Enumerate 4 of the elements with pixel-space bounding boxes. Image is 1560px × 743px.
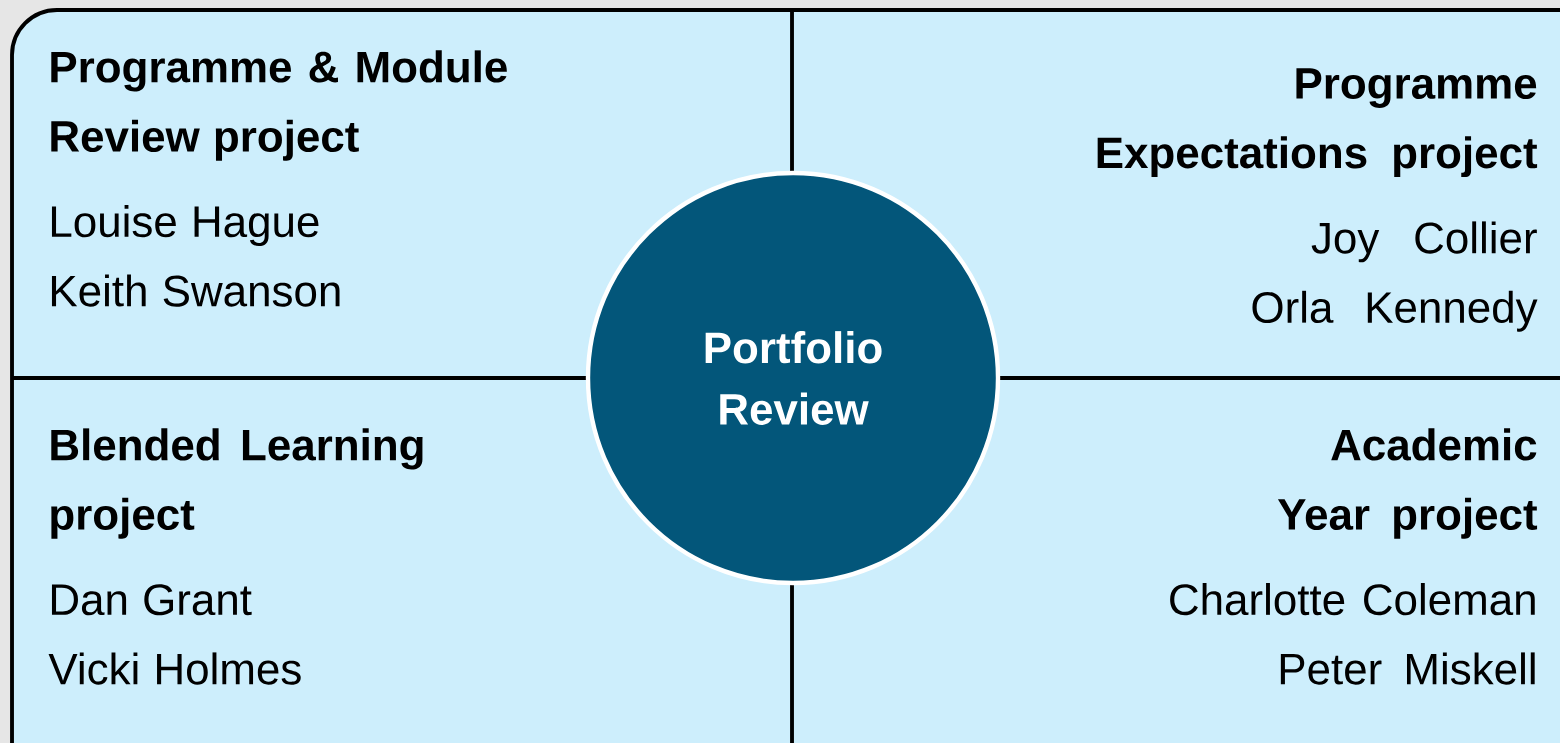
project-text: Blended Learning project Dan Grant Vicki Holmes xyxy=(48,428,423,685)
project-text: Programme & Module Review project Louise Hague Keith Swanson xyxy=(51,50,507,307)
project-text: Programme Expectations project Joy Collier Orla Kennedy xyxy=(1097,68,1538,332)
project-text: Academic Year project Charlotte Coleman Peter Miskell xyxy=(1170,428,1538,685)
